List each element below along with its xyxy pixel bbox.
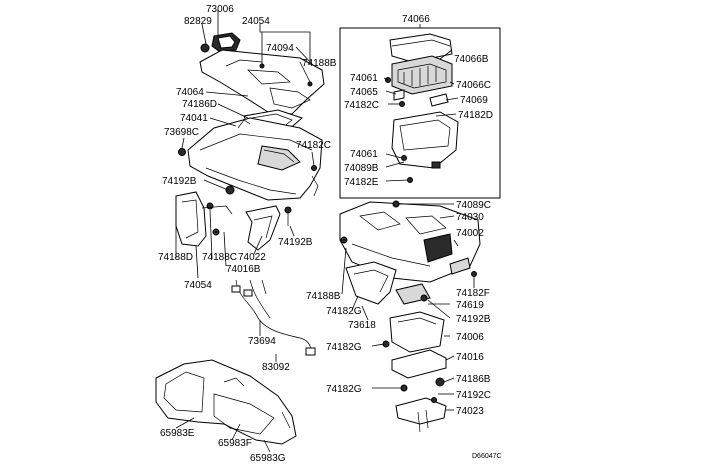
label-74619: 74619	[456, 300, 484, 311]
label-74006: 74006	[456, 332, 484, 343]
label-24054: 24054	[242, 16, 270, 27]
label-74182C-left: 74182C	[296, 140, 331, 151]
storage-box	[382, 311, 445, 353]
shift-knob-part	[200, 32, 241, 53]
label-74016: 74016	[456, 352, 484, 363]
wiring-harness	[231, 279, 316, 356]
label-74066C: 74066C	[456, 80, 491, 91]
label-74022: 74022	[238, 252, 266, 263]
armrest-base	[391, 111, 459, 183]
armrest-hinge-parts	[385, 77, 449, 119]
label-74065: 74065	[350, 87, 378, 98]
label-74061-top: 74061	[350, 73, 378, 84]
label-82829: 82829	[184, 16, 212, 27]
label-73006: 73006	[206, 4, 234, 15]
console-top-panel	[199, 49, 325, 115]
label-74054: 74054	[184, 280, 212, 291]
label-83092: 83092	[262, 362, 290, 373]
label-74066: 74066	[402, 14, 430, 25]
label-74182C-right: 74182C	[344, 100, 379, 111]
label-74066B: 74066B	[454, 54, 489, 65]
label-74188C: 74188C	[202, 252, 237, 263]
console-main-body	[178, 117, 323, 201]
label-74192B-left: 74192B	[162, 176, 197, 187]
label-74094: 74094	[266, 43, 294, 54]
diagram-code: D66047C	[472, 453, 502, 460]
label-74188B-right: 74188B	[306, 291, 341, 302]
label-73698C: 73698C	[164, 127, 199, 138]
label-65983F: 65983F	[218, 438, 252, 449]
label-74186B: 74186B	[456, 374, 491, 385]
label-73618: 73618	[348, 320, 376, 331]
label-74064: 74064	[176, 87, 204, 98]
label-74192B-right: 74192B	[456, 314, 491, 325]
cup-holder-tray	[345, 261, 431, 305]
label-74186D: 74186D	[182, 99, 217, 110]
label-74030: 74030	[456, 212, 484, 223]
label-74188B-top: 74188B	[302, 58, 337, 69]
label-74182F: 74182F	[456, 288, 490, 299]
armrest-lid	[389, 33, 453, 63]
label-74061-bot: 74061	[350, 149, 378, 160]
label-74089B: 74089B	[344, 163, 379, 174]
label-65983G: 65983G	[250, 453, 286, 464]
label-74069: 74069	[460, 95, 488, 106]
label-74182E: 74182E	[344, 177, 379, 188]
bracket-74023	[395, 397, 447, 433]
bracket-74016	[391, 349, 447, 392]
label-65983E: 65983E	[160, 428, 195, 439]
label-74041: 74041	[180, 113, 208, 124]
armrest-inner-tray	[391, 55, 453, 95]
mounting-bracket	[245, 205, 292, 251]
label-74192C: 74192C	[456, 390, 491, 401]
label-74192B-mid: 74192B	[278, 237, 313, 248]
part-number-labels: 73006 82829 24054 74094 74188B 74064 741…	[158, 4, 502, 464]
console-side-bracket	[175, 185, 235, 247]
leader-lines	[175, 10, 475, 453]
label-74023: 74023	[456, 406, 484, 417]
label-74002: 74002	[456, 228, 484, 239]
label-74089C: 74089C	[456, 200, 491, 211]
label-74182G-a: 74182G	[326, 306, 362, 317]
label-74182G-c: 74182G	[326, 384, 362, 395]
label-74188D: 74188D	[158, 252, 193, 263]
console-lower-cover	[155, 359, 297, 445]
bezel-74002	[449, 257, 477, 277]
label-73694: 73694	[248, 336, 276, 347]
label-74016B: 74016B	[226, 264, 261, 275]
label-74182G-b: 74182G	[326, 342, 362, 353]
label-74182D: 74182D	[458, 110, 493, 121]
